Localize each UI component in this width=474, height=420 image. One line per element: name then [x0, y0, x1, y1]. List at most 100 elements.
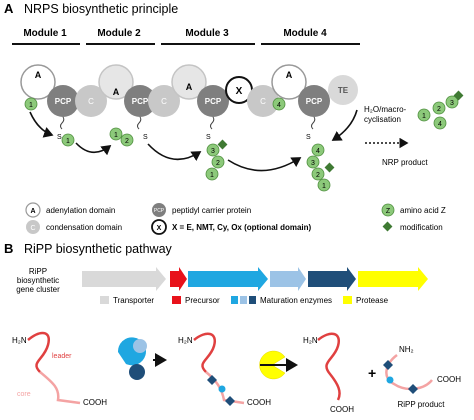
pcp-domain-2: [124, 85, 156, 117]
maturation-gene-2: [270, 267, 306, 291]
svg-text:COOH: COOH: [330, 405, 354, 414]
a-domain-4: [271, 64, 307, 100]
legend-maturation-swatch-2: [240, 296, 247, 304]
panel-b-letter: B: [4, 241, 13, 256]
svg-text:core: core: [17, 391, 31, 398]
pcp-tethered-chains: S 1 S 2 1 S 3 2 1 S 4 3 2 1: [57, 116, 335, 192]
svg-text:1: 1: [66, 138, 70, 145]
svg-text:leader: leader: [52, 353, 72, 360]
legend-x: X = E, NMT, Cy, Ox (optional domain): [172, 223, 312, 232]
legend-amino-icon: [381, 203, 395, 217]
legend-precursor: Precursor: [185, 296, 220, 305]
legend-protease-swatch: [343, 296, 352, 304]
module-1-label: Module 1: [23, 28, 67, 39]
svg-text:2: 2: [316, 172, 320, 179]
legend-transporter: Transporter: [113, 296, 154, 305]
a-domain-1: [20, 64, 56, 100]
release-label-1: H₂O/macro-: [364, 105, 407, 114]
module-2-label: Module 2: [97, 28, 141, 39]
svg-text:TE: TE: [338, 86, 349, 95]
transfer-arrows: [29, 109, 358, 172]
te-domain: [328, 75, 358, 105]
svg-text:H₂N: H₂N: [12, 336, 27, 345]
svg-text:C: C: [88, 97, 94, 106]
svg-text:COOH: COOH: [83, 398, 107, 407]
nrp-product-label: NRP product: [382, 158, 428, 167]
svg-text:1: 1: [322, 183, 326, 190]
release-label-2: cyclisation: [364, 115, 401, 124]
maturation-gene-3: [308, 267, 356, 291]
nrps-assembly: A PCP C A PCP C A PCP X C A PCP TE: [20, 64, 358, 117]
c-domain-2: [75, 85, 107, 117]
svg-text:S: S: [143, 134, 148, 141]
svg-text:H₂N: H₂N: [303, 336, 318, 345]
svg-text:2: 2: [125, 138, 129, 145]
ripp-product: NH₂ COOH RiPP product: [383, 345, 461, 409]
precursor-gene: [170, 267, 187, 291]
svg-text:COOH: COOH: [437, 375, 461, 384]
legend-precursor-swatch: [172, 296, 181, 304]
svg-text:1: 1: [29, 102, 33, 109]
legend-pcp-icon: [152, 203, 166, 217]
module-4-label: Module 4: [283, 28, 327, 39]
legend-transporter-swatch: [100, 296, 109, 304]
svg-text:3: 3: [450, 100, 454, 107]
svg-text:NH₂: NH₂: [399, 345, 414, 354]
svg-text:4: 4: [316, 148, 320, 155]
legend-protease: Protease: [356, 296, 389, 305]
pcp-domain-4: [298, 85, 330, 117]
svg-text:A: A: [35, 70, 42, 80]
a-domain-2: [98, 64, 134, 100]
panel-a-title: NRPS biosynthetic principle: [24, 2, 178, 16]
svg-text:1: 1: [210, 172, 214, 179]
gene-cluster-arrows: [82, 267, 428, 291]
svg-text:C: C: [260, 97, 266, 106]
maturation-enzymes-icon: [117, 337, 167, 380]
svg-text:RiPP product: RiPP product: [398, 400, 446, 409]
svg-text:A: A: [186, 82, 193, 92]
c-domain-3: [148, 85, 180, 117]
maturation-gene-1: [188, 267, 268, 291]
a-domain-amino-acids: 1 4: [24, 97, 286, 111]
protease-icon: [259, 350, 298, 380]
svg-text:COOH: COOH: [247, 398, 271, 407]
legend-adenylation: adenylation domain: [46, 206, 115, 215]
legend-maturation-swatch-1: [231, 296, 238, 304]
legend-c-domain-icon: [26, 220, 40, 234]
svg-text:3: 3: [311, 160, 315, 167]
svg-text:S: S: [57, 134, 62, 141]
module-3-label: Module 3: [185, 28, 229, 39]
transporter-gene: [82, 267, 166, 291]
svg-text:PCP: PCP: [306, 97, 323, 106]
svg-text:1: 1: [422, 113, 426, 120]
svg-text:Z: Z: [386, 208, 391, 215]
svg-text:X: X: [236, 86, 243, 97]
svg-text:A: A: [113, 87, 120, 97]
legend-pcp: peptidyl carrier protein: [172, 206, 251, 215]
gene-cluster-label-1: RiPP: [29, 267, 47, 276]
legend-condensation: condensation domain: [46, 223, 122, 232]
legend-a-domain-icon: [25, 202, 41, 218]
pcp-domain-1: [47, 85, 79, 117]
svg-text:1: 1: [114, 132, 118, 139]
c-domain-4: [247, 85, 279, 117]
svg-text:S: S: [206, 134, 211, 141]
svg-text:PCP: PCP: [132, 97, 149, 106]
svg-text:4: 4: [277, 102, 281, 109]
gene-cluster-label-2: biosynthetic: [17, 276, 59, 285]
svg-text:A: A: [286, 70, 293, 80]
panel-b-title: RiPP biosynthetic pathway: [24, 242, 173, 256]
panel-a-letter: A: [4, 1, 14, 16]
svg-text:4: 4: [438, 121, 442, 128]
plus-sign: +: [368, 365, 376, 381]
nrp-product-ring: 1 2 3 4: [417, 90, 464, 130]
svg-text:C: C: [30, 225, 35, 232]
legend-maturation: Maturation enzymes: [260, 296, 332, 305]
legend-maturation-swatch-3: [249, 296, 256, 304]
cleaved-leader: H₂N COOH: [303, 332, 354, 414]
legend-amino: amino acid Z: [400, 206, 446, 215]
legend-modification-icon: [382, 221, 393, 232]
svg-text:PCP: PCP: [154, 208, 165, 214]
